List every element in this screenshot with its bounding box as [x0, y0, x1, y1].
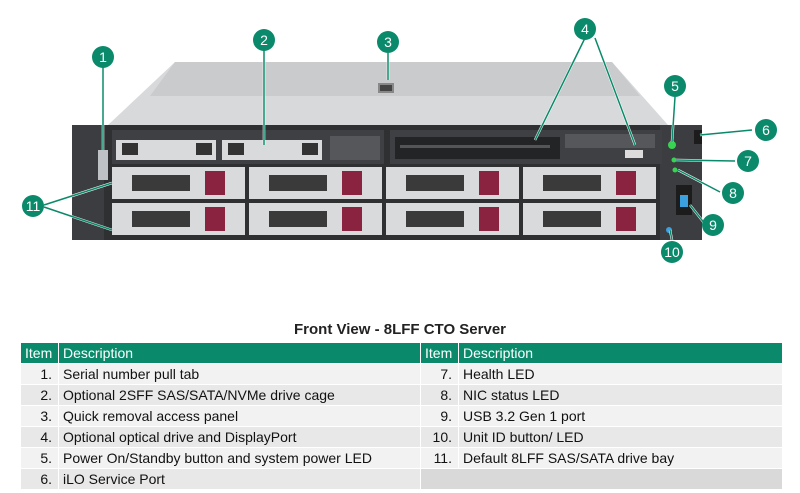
callout-1: 1	[92, 46, 114, 68]
item-number: 9.	[420, 405, 459, 427]
callout-11: 11	[22, 195, 44, 217]
svg-text:5: 5	[671, 78, 679, 94]
callout-9: 9	[702, 214, 724, 236]
item-number: 4.	[20, 426, 59, 448]
header-item-right: Item	[420, 342, 459, 364]
svg-text:10: 10	[664, 244, 680, 260]
item-description: USB 3.2 Gen 1 port	[458, 405, 783, 427]
nic-status-led	[672, 167, 678, 173]
health-led	[671, 157, 677, 163]
svg-text:7: 7	[744, 153, 752, 169]
svg-text:6: 6	[762, 122, 770, 138]
item-number: 2.	[20, 384, 59, 406]
server-front-view-diagram: 1 2 3 4 5 6 7 8 9 10 11	[22, 18, 777, 263]
lff-drive-bays	[112, 167, 656, 235]
item-number: 10.	[420, 426, 459, 448]
item-description: Optional optical drive and DisplayPort	[58, 426, 421, 448]
header-item-left: Item	[20, 342, 59, 364]
item-description: Optional 2SFF SAS/SATA/NVMe drive cage	[58, 384, 421, 406]
svg-text:4: 4	[581, 21, 589, 37]
item-description: Serial number pull tab	[58, 363, 421, 385]
callout-2: 2	[253, 29, 275, 51]
callout-6: 6	[755, 119, 777, 141]
callout-leader-lines	[43, 37, 753, 241]
callout-10: 10	[661, 241, 683, 263]
access-panel-latch	[378, 83, 394, 93]
header-description-left: Description	[58, 342, 421, 364]
item-description: Health LED	[458, 363, 783, 385]
ilo-service-port	[694, 130, 702, 144]
component-legend-table: Item Description Item Description 1. Ser…	[20, 342, 783, 490]
callout-5: 5	[664, 75, 686, 97]
item-number: 1.	[20, 363, 59, 385]
empty-cell	[420, 468, 783, 490]
item-number: 7.	[420, 363, 459, 385]
item-description: Quick removal access panel	[58, 405, 421, 427]
item-number: 3.	[20, 405, 59, 427]
optional-2sff-drive-cage	[112, 130, 384, 164]
figure-caption: Front View - 8LFF CTO Server	[294, 321, 506, 338]
item-description: iLO Service Port	[58, 468, 421, 490]
table-row: 1. Serial number pull tab 7. Health LED	[20, 363, 783, 385]
right-rack-ear	[660, 125, 702, 240]
item-description: NIC status LED	[458, 384, 783, 406]
header-description-right: Description	[458, 342, 783, 364]
item-description: Power On/Standby button and system power…	[58, 447, 421, 469]
optical-drive-bay	[390, 130, 662, 164]
svg-text:3: 3	[384, 34, 392, 50]
power-button-led	[668, 141, 676, 149]
table-row: 6. iLO Service Port	[20, 468, 783, 490]
item-number: 8.	[420, 384, 459, 406]
table-row: 3. Quick removal access panel 9. USB 3.2…	[20, 405, 783, 427]
legend-header-row: Item Description Item Description	[20, 342, 783, 364]
svg-text:2: 2	[260, 32, 268, 48]
item-number: 5.	[20, 447, 59, 469]
callout-8: 8	[722, 182, 744, 204]
svg-text:11: 11	[26, 198, 41, 214]
table-row: 2. Optional 2SFF SAS/SATA/NVMe drive cag…	[20, 384, 783, 406]
serial-pull-tab	[98, 150, 108, 180]
displayport	[625, 150, 643, 158]
item-description: Default 8LFF SAS/SATA drive bay	[458, 447, 783, 469]
callout-7: 7	[737, 150, 759, 172]
svg-text:8: 8	[729, 185, 737, 201]
table-row: 4. Optional optical drive and DisplayPor…	[20, 426, 783, 448]
callout-3: 3	[377, 31, 399, 53]
item-number: 6.	[20, 468, 59, 490]
item-number: 11.	[420, 447, 459, 469]
item-description: Unit ID button/ LED	[458, 426, 783, 448]
svg-text:9: 9	[709, 217, 717, 233]
callout-4: 4	[574, 18, 596, 40]
svg-text:1: 1	[99, 49, 107, 65]
server-top-cover-shade	[150, 62, 640, 96]
table-row: 5. Power On/Standby button and system po…	[20, 447, 783, 469]
